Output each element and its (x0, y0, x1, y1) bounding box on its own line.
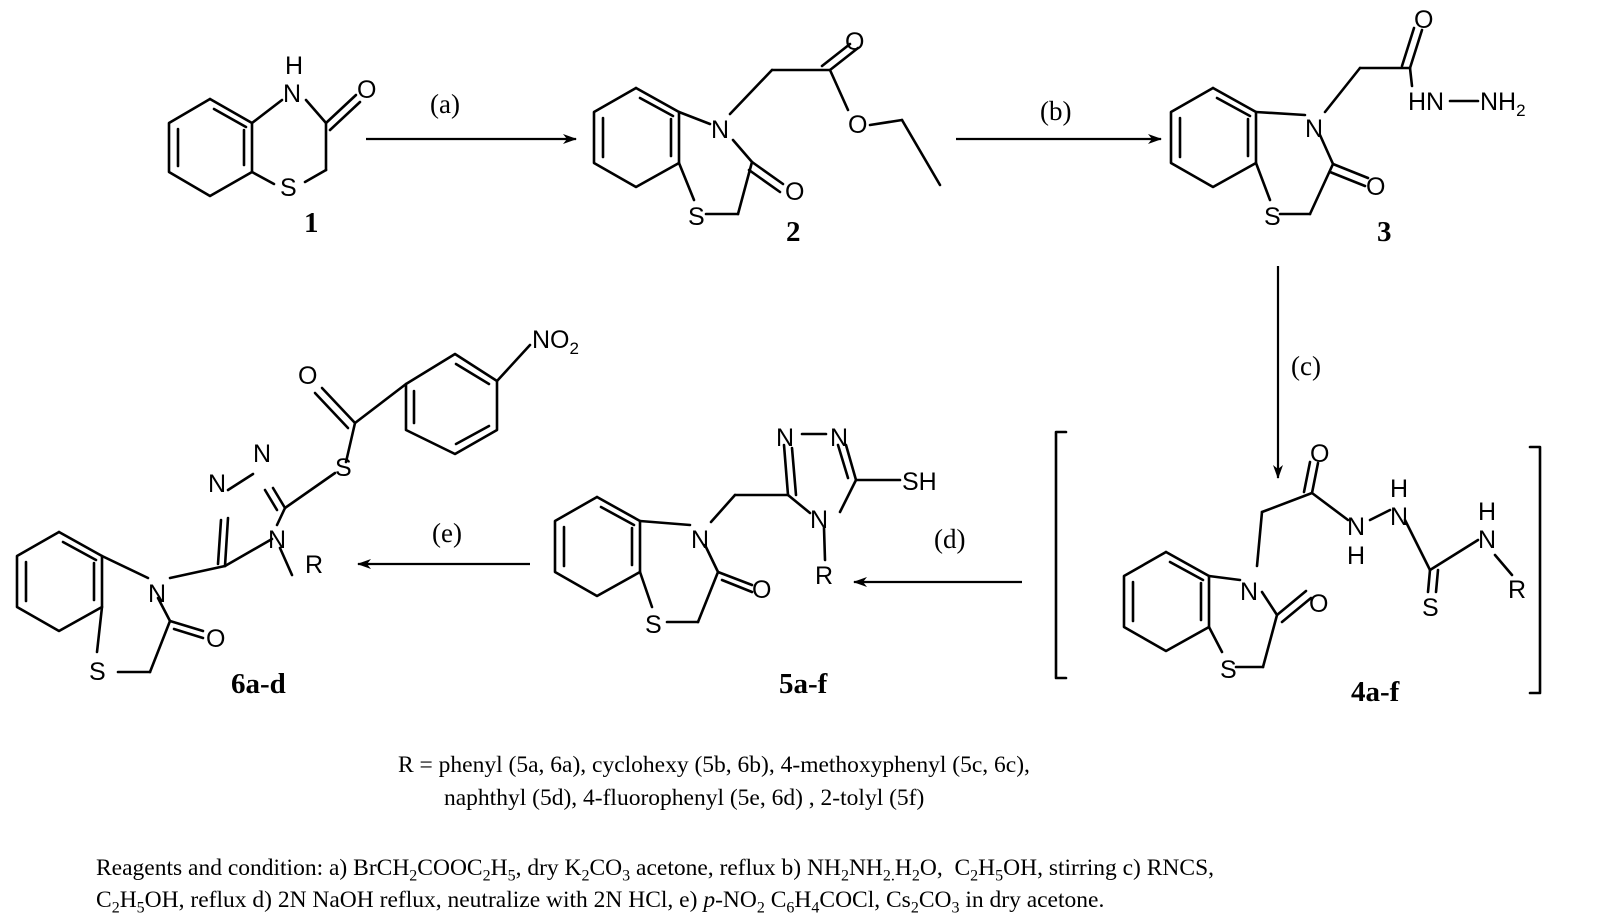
compound-4-ring-o-atom: O (1309, 590, 1328, 618)
compound-3-hn-group: HN (1408, 88, 1444, 116)
compound-1-o-atom: O (357, 76, 376, 104)
step-b-label: (b) (1040, 96, 1071, 126)
compound-4-n1-h-atom: H (1347, 542, 1365, 570)
reagent-b-formula: NH (806, 855, 841, 881)
compound-4-n3-h-atom: H (1478, 498, 1496, 526)
compound-3-structure: N O O HN NH2 S (1169, 6, 1526, 231)
reagent-d-conditions: 2N NaOH reflux, neutralize with 2N HCl, (277, 887, 674, 913)
compound-1-h-atom: H (285, 52, 303, 80)
compound-5-sh-group: SH (902, 468, 937, 496)
compound-6-s-atom: S (89, 658, 106, 686)
compound-4-thio-s-atom: S (1422, 594, 1439, 622)
reagent-c-formula: RNCS, (1146, 855, 1215, 881)
reagent-a-conditions: acetone, reflux (630, 855, 776, 881)
compound-3-nh2-group: NH2 (1480, 88, 1526, 120)
compound-2-label: 2 (786, 216, 801, 248)
reagents-line-1: Reagents and condition: a) BrCH2COOC2H5,… (96, 855, 1215, 885)
compound-5-label: 5a-f (779, 668, 828, 700)
compound-6-carbonyl-o-atom: O (298, 362, 317, 390)
compound-4-acyl-o-atom: O (1310, 440, 1329, 468)
compound-4-n2-h-atom: H (1390, 475, 1408, 503)
compound-5-triazole-n1-atom: N (776, 424, 794, 452)
compound-5-triazole-n4-atom: N (810, 506, 828, 534)
compound-6-triazole-n4-atom: N (268, 526, 286, 554)
compound-6-r-group: R (305, 551, 323, 579)
compound-3-hydrazide-o-atom: O (1414, 6, 1433, 34)
reagent-e-label: e) (679, 887, 698, 913)
compound-2-carbonyl-o-atom: O (785, 178, 804, 206)
reagent-b-conditions: , stirring (1037, 855, 1117, 881)
substituent-legend-line-2: naphthyl (5d), 4-fluorophenyl (5e, 6d) ,… (444, 785, 925, 811)
compound-6-label: 6a-d (231, 668, 286, 700)
substituent-legend-line-1: R = phenyl (5a, 6a), cyclohexy (5b, 6b),… (398, 752, 1030, 778)
reagent-a-formula: BrCH (353, 855, 410, 881)
reagents-heading: Reagents and condition: (96, 855, 324, 881)
compound-6-triazole-n2-atom: N (253, 440, 271, 468)
compound-2-ester-o-atom: O (845, 28, 864, 56)
compound-5-triazole-n2-atom: N (830, 424, 848, 452)
reagent-a-label: a) (329, 855, 348, 881)
compound-4-n1-atom: N (1347, 513, 1365, 541)
compound-1-n-atom: N (283, 80, 301, 108)
compound-5-n-atom: N (691, 526, 709, 554)
compound-1-s-atom: S (280, 174, 297, 202)
reagent-b-label: b) (781, 855, 802, 881)
compound-3-n-atom: N (1305, 115, 1323, 143)
compound-4-n-atom: N (1240, 578, 1258, 606)
compound-6-thioester-s-atom: S (335, 454, 352, 482)
step-c-label: (c) (1291, 351, 1321, 381)
reagent-e-para-prefix: p (703, 887, 716, 913)
compound-2-ether-o-atom: O (848, 111, 867, 139)
compound-5-s-atom: S (645, 611, 662, 639)
compound-5-o-atom: O (752, 576, 771, 604)
reagent-e-conditions: in dry acetone. (959, 887, 1105, 913)
reagents-line-2: C2H5OH, reflux d) 2N NaOH reflux, neutra… (96, 887, 1105, 917)
reagent-d-label: d) (252, 887, 272, 913)
compound-3-label: 3 (1377, 216, 1392, 248)
reagent-c-label: c) (1122, 855, 1141, 881)
compound-4-n3-atom: N (1478, 526, 1496, 554)
compound-1-structure: H N O S (167, 52, 376, 202)
compound-2-n-atom: N (711, 116, 729, 144)
compound-4-label: 4a-f (1351, 676, 1400, 708)
compound-3-s-atom: S (1264, 203, 1281, 231)
compound-6-nitro-group: NO2 (532, 326, 579, 358)
reagent-a-base: , dry K (515, 855, 582, 881)
compound-4-r-group: R (1508, 576, 1526, 604)
reagent-c-conditions: OH, reflux (144, 887, 247, 913)
compound-2-structure: N O O O S (592, 28, 942, 231)
compound-2-s-atom: S (688, 203, 705, 231)
compound-1-label: 1 (304, 207, 319, 239)
compound-3-carbonyl-o-atom: O (1366, 173, 1385, 201)
compound-4-n2-atom: N (1390, 503, 1408, 531)
compound-4-ring-s-atom: S (1220, 656, 1237, 684)
compound-5-r-group: R (815, 562, 833, 590)
step-e-label: (e) (432, 518, 462, 548)
compound-4-structure: N O O N H H N H N S R S (1054, 430, 1542, 695)
step-a-label: (a) (430, 89, 460, 119)
compound-5-structure: N O N N N SH R S (553, 424, 937, 639)
compound-6-structure: N O N N N S O NO2 R S (15, 326, 579, 686)
compound-6-o-atom: O (206, 625, 225, 653)
step-d-label: (d) (934, 524, 965, 554)
reagent-e-formula: -NO (715, 887, 757, 913)
compound-6-n-atom: N (148, 580, 166, 608)
compound-6-triazole-n1-atom: N (208, 470, 226, 498)
